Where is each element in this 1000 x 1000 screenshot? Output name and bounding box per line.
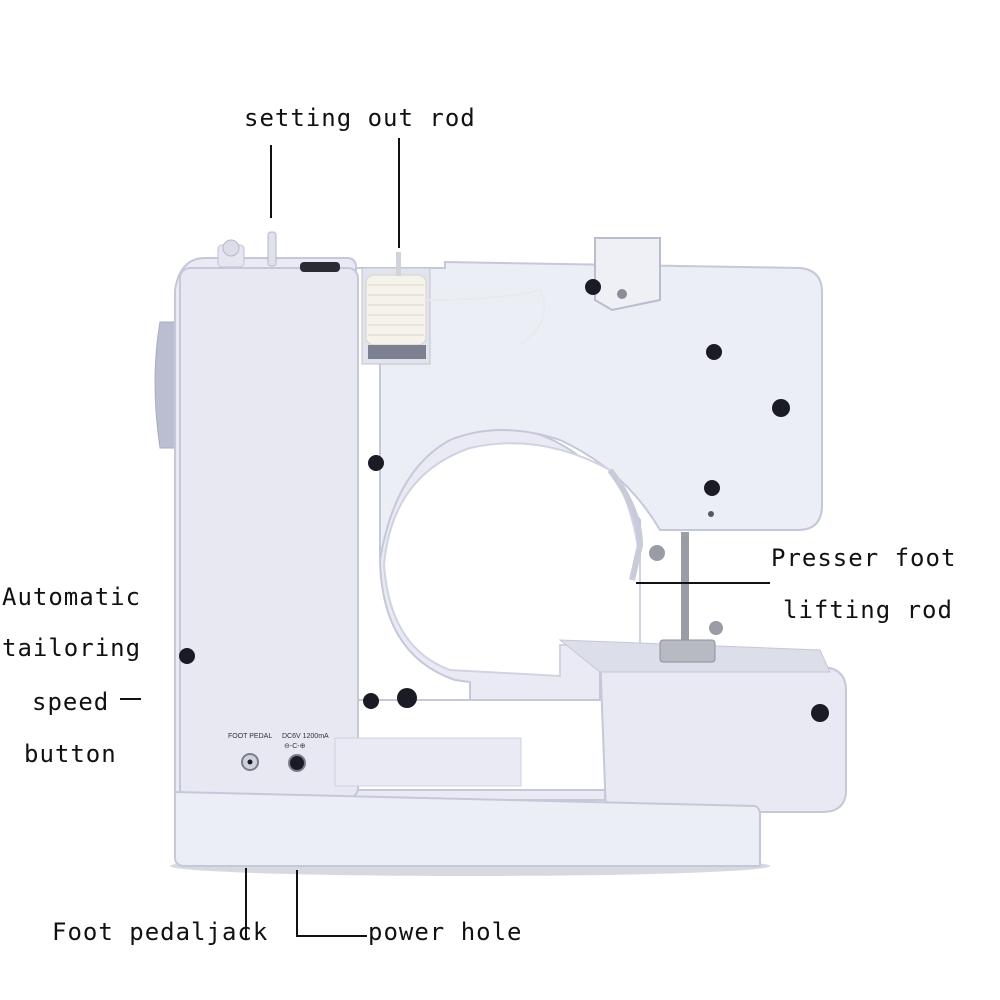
- thread-guide: [594, 237, 661, 312]
- base-tray: [174, 790, 761, 867]
- presser-foot: [659, 639, 716, 663]
- foot-pedal-panel-text: FOOT PEDAL: [228, 733, 272, 740]
- presser-foot-lifting-lever: [607, 468, 644, 581]
- foot-pedal-jack-center: [247, 759, 253, 765]
- small-hole: [708, 511, 714, 517]
- label-tailoring: tailoring: [2, 634, 142, 662]
- mounting-holes: [179, 279, 829, 722]
- rear-panel-plate: [334, 737, 522, 787]
- leader-lines: [120, 138, 770, 940]
- thread-guide-screw: [617, 289, 627, 299]
- needle-bar: [681, 532, 689, 642]
- label-speed: speed: [32, 688, 110, 716]
- label-presser-foot-line2: lifting rod: [783, 596, 953, 624]
- label-foot-pedal-jack: Foot pedaljack: [52, 918, 269, 946]
- presser-foot-screw: [709, 621, 723, 635]
- label-automatic: Automatic: [2, 583, 142, 611]
- arm-opening: [382, 442, 641, 678]
- leader-power-hole: [296, 870, 367, 937]
- setting-out-rod-spindle: [267, 231, 277, 267]
- label-presser-foot-line1: Presser foot: [771, 544, 957, 572]
- bobbin-winder-cap: [222, 239, 240, 257]
- handwheel: [154, 321, 181, 449]
- top-slot: [300, 262, 340, 272]
- needle-clamp-screw: [649, 545, 665, 561]
- left-column: [179, 267, 359, 799]
- label-setting-out-rod: setting out rod: [244, 104, 476, 132]
- spool-thread-lines: [368, 284, 424, 336]
- power-hole[interactable]: [288, 754, 306, 772]
- label-button: button: [24, 740, 117, 768]
- loose-thread: [425, 289, 546, 346]
- polarity-symbol: ⊖-C-⊕: [284, 743, 306, 750]
- power-rating-panel-text: DC6V 1200mA: [282, 733, 329, 740]
- spool-base: [368, 345, 426, 359]
- label-power-hole: power hole: [368, 918, 523, 946]
- free-arm: [598, 653, 847, 813]
- spool-pin: [396, 252, 401, 276]
